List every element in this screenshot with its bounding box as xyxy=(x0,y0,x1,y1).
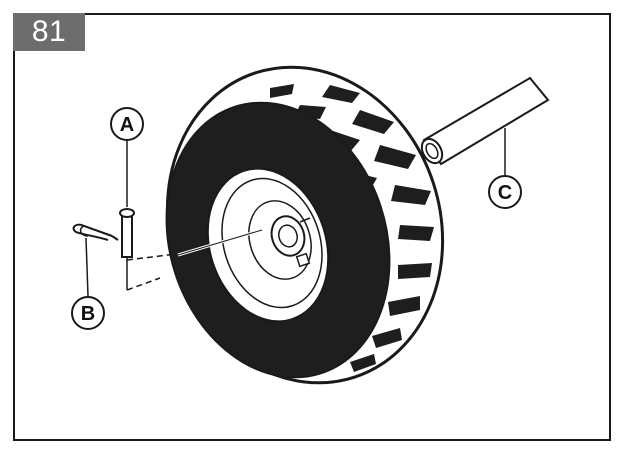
clevis-pin xyxy=(119,140,177,291)
wheel-rim xyxy=(206,167,330,323)
callout-a: A xyxy=(110,107,144,141)
step-number-badge: 81 xyxy=(13,13,85,51)
callout-b-label: B xyxy=(81,303,95,325)
callout-b: B xyxy=(71,296,105,330)
pin-guide-line-inner xyxy=(177,229,263,256)
hairpin-clip xyxy=(72,223,119,297)
callout-c: C xyxy=(488,128,522,209)
callout-a-label: A xyxy=(120,114,134,136)
callout-c-label: C xyxy=(498,182,512,204)
